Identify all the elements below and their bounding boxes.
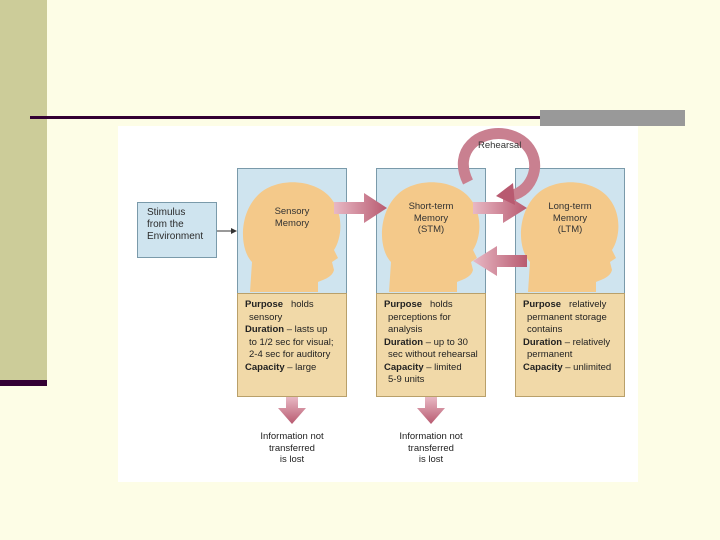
stimulus-box: Stimulus from the Environment [137, 202, 217, 258]
stm-lost-note: Information not transferred is lost [376, 431, 486, 466]
sensory-lost-note: Information not transferred is lost [237, 431, 347, 466]
capacity-label: Capacity [245, 361, 285, 373]
store-name-line: Sensory [274, 206, 310, 217]
store-name-line: (STM) [417, 224, 445, 235]
lost-note-line: is lost [279, 454, 305, 465]
head-silhouette [520, 182, 619, 292]
capacity-text: – limited [426, 361, 462, 373]
sensory-memory-label: Sensory Memory [252, 206, 332, 229]
capacity-label: Capacity [523, 361, 563, 373]
store-name-line: Memory [552, 212, 588, 224]
sensory-memory-details: Purpose holds sensory Duration – lasts u… [237, 293, 347, 397]
long-term-memory-label: Long-term Memory (LTM) [530, 201, 610, 236]
purpose-text: holds [290, 299, 314, 310]
purpose-text: perceptions for [388, 311, 451, 323]
store-name-line: (LTM) [557, 224, 583, 235]
purpose-text: relatively [568, 299, 607, 310]
capacity-label: Capacity [384, 361, 424, 373]
head-silhouette [381, 182, 480, 292]
rehearsal-loop-arrow [457, 128, 541, 201]
purpose-text: analysis [388, 324, 423, 335]
long-term-memory-details: Purpose relatively permanent storage con… [515, 293, 625, 397]
purpose-label: Purpose [384, 299, 423, 310]
duration-text: sec without rehearsal [388, 349, 478, 360]
slide-left-bar [0, 0, 47, 385]
capacity-text: – large [287, 361, 317, 373]
sensory-to-stm-arrow [334, 193, 387, 223]
stm-lost-arrow [417, 397, 445, 424]
stimulus-arrow-head [231, 228, 237, 234]
duration-label: Duration [384, 336, 424, 348]
purpose-label: Purpose [523, 299, 562, 310]
store-name-line: Memory [274, 217, 310, 229]
sensory-lost-arrow [278, 397, 306, 424]
slide-title-rule [30, 116, 685, 119]
lost-note-line: Information not [260, 431, 324, 442]
duration-label: Duration [245, 324, 285, 335]
head-silhouette [242, 182, 341, 292]
duration-text: to 1/2 sec for visual; [249, 336, 334, 348]
lost-note-line: Information not [399, 431, 463, 442]
short-term-memory-label: Short-term Memory (STM) [391, 201, 471, 236]
lost-note-line: transferred [269, 442, 315, 454]
stimulus-line: Environment [147, 231, 204, 242]
stimulus-line: from the [147, 219, 184, 230]
store-name-line: Memory [413, 212, 449, 224]
duration-text: – relatively [564, 336, 611, 348]
purpose-text: permanent storage [527, 311, 607, 323]
capacity-text: 5-9 units [388, 374, 425, 385]
duration-text: – lasts up [286, 324, 328, 335]
store-name-line: Long-term [548, 201, 592, 212]
short-term-memory-details: Purpose holds perceptions for analysis D… [376, 293, 486, 397]
purpose-text: sensory [249, 311, 283, 323]
slide-accent-band [540, 110, 685, 126]
lost-note-line: transferred [408, 442, 454, 454]
purpose-text: holds [429, 299, 453, 310]
purpose-label: Purpose [245, 299, 284, 310]
slide-left-bar-cap [0, 380, 47, 386]
store-name-line: Short-term [408, 201, 454, 212]
rehearsal-loop-arrow-head [496, 183, 515, 205]
duration-label: Duration [523, 336, 563, 348]
lost-note-line: is lost [418, 454, 444, 465]
duration-text: – up to 30 [425, 336, 468, 348]
capacity-text: – unlimited [565, 361, 612, 373]
rehearsal-label: Rehearsal [478, 140, 522, 151]
duration-text: permanent [527, 349, 573, 360]
ltm-to-stm-arrow [473, 246, 527, 276]
purpose-text: contains [527, 324, 563, 335]
duration-text: 2-4 sec for auditory [249, 349, 331, 360]
stimulus-line: Stimulus [147, 207, 186, 218]
